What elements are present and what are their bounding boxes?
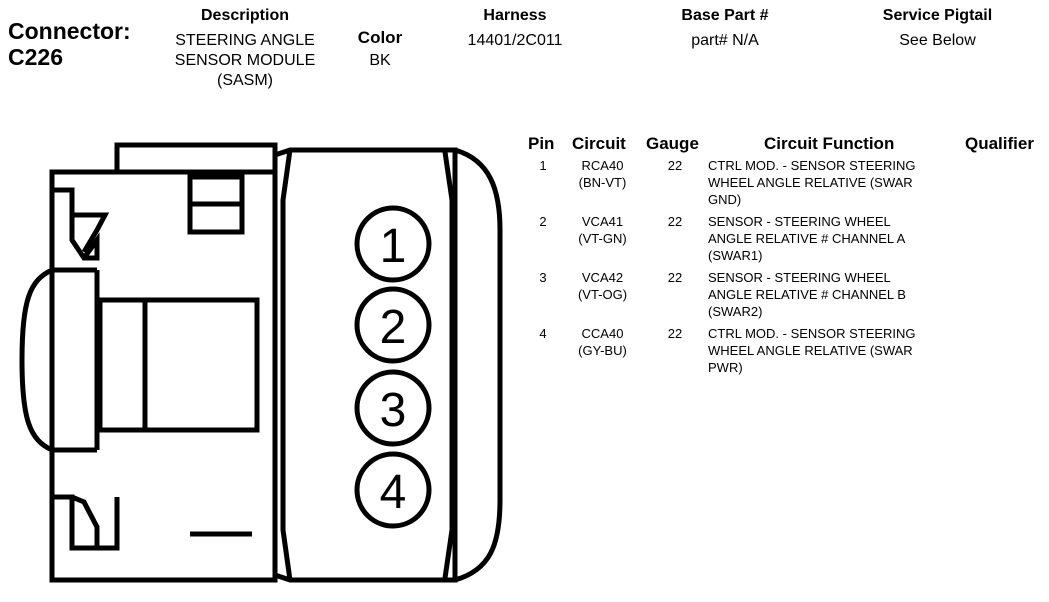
circuit-color: (VT-GN)	[578, 231, 627, 246]
pin-2-label: 2	[380, 301, 407, 354]
pin-3-circle	[354, 369, 432, 447]
function-line: SENSOR - STEERING WHEEL	[708, 214, 891, 229]
pin-4-label: 4	[380, 466, 407, 519]
center-slot	[94, 297, 260, 433]
circuit-color: (VT-OG)	[577, 287, 628, 302]
function-line: PWR)	[708, 360, 743, 375]
circuit-color: (GY-BU)	[578, 343, 627, 358]
function-line: (SWAR1)	[708, 248, 763, 263]
col-header-circuit: Circuit	[572, 134, 626, 153]
function-line: WHEEL ANGLE RELATIVE (SWAR	[708, 343, 913, 358]
function-line: ANGLE RELATIVE # CHANNEL A	[708, 231, 906, 246]
base-part-value: part# N/A	[691, 32, 759, 49]
col-header-gauge: Gauge	[646, 134, 699, 153]
row-4-circuit: CCA40 (GY-BU)	[565, 325, 640, 359]
function-line: ANGLE RELATIVE # CHANNEL B	[708, 287, 906, 302]
col-header-function: Circuit Function	[764, 134, 895, 153]
pin-4-circle	[354, 451, 432, 529]
bottom-latch	[52, 494, 100, 551]
row-4-gauge: 22	[667, 326, 683, 341]
connector-label: Connector: C226	[8, 18, 131, 70]
row-1-gauge: 22	[667, 158, 683, 173]
col-header-qualifier: Qualifier	[965, 134, 1034, 153]
circuit-code: RCA40	[581, 158, 624, 173]
description-header: Description	[200, 7, 289, 24]
row-1-circuit: RCA40 (BN-VT)	[565, 157, 640, 191]
description-line: SENSOR MODULE	[174, 52, 316, 69]
row-4-pin: 4	[539, 326, 547, 341]
function-line: CTRL MOD. - SENSOR STEERING	[708, 158, 916, 173]
circuit-code: CCA40	[581, 326, 624, 341]
description-line: STEERING ANGLE	[175, 32, 315, 49]
base-part-header: Base Part #	[681, 7, 769, 24]
description-value: STEERING ANGLE SENSOR MODULE (SASM)	[150, 31, 340, 91]
pin-1-label: 1	[380, 220, 407, 273]
service-pigtail-header: Service Pigtail	[882, 7, 993, 24]
col-header-pin: Pin	[528, 134, 555, 153]
row-3-circuit: VCA42 (VT-OG)	[565, 269, 640, 303]
pin-3-label: 3	[380, 384, 407, 437]
row-1-function: CTRL MOD. - SENSOR STEERING WHEEL ANGLE …	[708, 157, 968, 208]
function-line: WHEEL ANGLE RELATIVE (SWAR	[708, 175, 913, 190]
row-1-pin: 1	[539, 158, 547, 173]
connector-id: C226	[8, 44, 63, 70]
top-latch	[52, 187, 100, 261]
function-line: CTRL MOD. - SENSOR STEERING	[708, 326, 916, 341]
connector-title: Connector:	[8, 18, 131, 44]
color-header: Color	[357, 28, 403, 47]
row-2-circuit: VCA41 (VT-GN)	[565, 213, 640, 247]
row-2-gauge: 22	[667, 214, 683, 229]
pin-2-circle	[354, 286, 432, 364]
function-line: GND)	[708, 192, 742, 207]
left-bump	[19, 267, 54, 453]
circuit-color: (BN-VT)	[578, 175, 627, 190]
service-pigtail-value: See Below	[899, 32, 976, 49]
description-line: (SASM)	[217, 72, 273, 89]
color-value: BK	[369, 52, 391, 69]
function-line: SENSOR - STEERING WHEEL	[708, 270, 891, 285]
function-line: (SWAR2)	[708, 304, 763, 319]
row-2-pin: 2	[539, 214, 547, 229]
row-3-gauge: 22	[667, 270, 683, 285]
circuit-code: VCA41	[581, 214, 624, 229]
pin-1-circle	[354, 205, 432, 283]
harness-header: Harness	[483, 7, 547, 24]
harness-value: 14401/2C011	[467, 32, 563, 49]
row-3-pin: 3	[539, 270, 547, 285]
row-3-function: SENSOR - STEERING WHEEL ANGLE RELATIVE #…	[708, 269, 968, 320]
circuit-code: VCA42	[581, 270, 624, 285]
row-4-function: CTRL MOD. - SENSOR STEERING WHEEL ANGLE …	[708, 325, 968, 376]
row-2-function: SENSOR - STEERING WHEEL ANGLE RELATIVE #…	[708, 213, 968, 264]
